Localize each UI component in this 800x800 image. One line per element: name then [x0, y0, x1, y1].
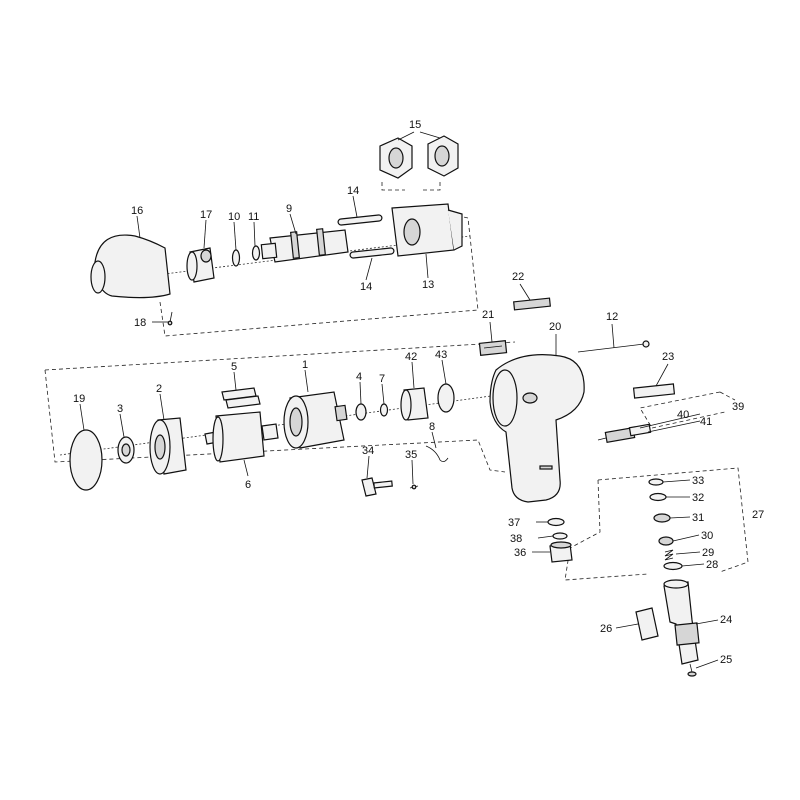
throttle-part-40-41 [597, 423, 652, 444]
label-41: 41 [700, 416, 712, 428]
label-18: 18 [134, 317, 146, 329]
cylinder-part-1 [283, 391, 348, 449]
ring-part-10 [231, 249, 241, 267]
label-29: 29 [702, 547, 714, 559]
reverse-valve-part-42 [400, 387, 429, 421]
label-13: 13 [422, 279, 434, 291]
label-19: 19 [73, 393, 85, 405]
ring-part-31 [653, 513, 671, 523]
label-39: 39 [732, 401, 744, 413]
label-22: 22 [512, 271, 524, 283]
inlet-bushing-part-24 [663, 579, 700, 665]
bolt-part-12 [577, 340, 650, 353]
label-10: 10 [228, 211, 240, 223]
label-15: 15 [409, 119, 421, 131]
label-part-21 [478, 340, 508, 356]
hammer-cage-part-13 [391, 203, 463, 257]
label-2: 2 [156, 383, 162, 395]
label-7: 7 [379, 373, 385, 385]
pin-part-14-lower [349, 247, 395, 259]
label-36: 36 [514, 547, 526, 559]
ring-part-11 [251, 245, 261, 261]
ring-part-7 [379, 403, 389, 417]
hammer-part-15-left [379, 137, 413, 179]
label-8: 8 [429, 421, 435, 433]
label-26: 26 [600, 623, 612, 635]
clip-part-8 [425, 445, 449, 462]
label-5: 5 [231, 361, 237, 373]
label-28: 28 [706, 559, 718, 571]
label-4: 4 [356, 371, 362, 383]
label-25: 25 [720, 654, 732, 666]
label-38: 38 [510, 533, 522, 545]
ring-part-37 [547, 517, 565, 527]
o-ring-part-43 [437, 383, 455, 413]
housing-part-20 [489, 354, 585, 503]
label-14-upper: 14 [347, 185, 359, 197]
plate-part-23 [632, 383, 676, 399]
label-1: 1 [302, 359, 308, 371]
label-21: 21 [482, 309, 494, 321]
pin-part-18 [167, 311, 173, 326]
ring-part-33 [648, 478, 664, 486]
reverse-lever-part-34 [361, 477, 393, 497]
top-frame-15 [381, 182, 441, 191]
leader-lines [79, 131, 719, 669]
hammer-part-15-right [427, 135, 459, 177]
label-34: 34 [362, 445, 374, 457]
label-23: 23 [662, 351, 674, 363]
label-30: 30 [701, 530, 713, 542]
label-6: 6 [245, 479, 251, 491]
inlet-part-36 [549, 541, 573, 563]
vanes-part-5 [221, 387, 261, 409]
part-labels: 16 17 10 11 9 14 14 13 15 18 22 21 20 12… [73, 119, 764, 666]
pin-part-35 [409, 484, 419, 490]
pin-part-14-upper [337, 214, 383, 226]
bearing-part-3 [117, 436, 135, 464]
label-9: 9 [286, 203, 292, 215]
label-32: 32 [692, 492, 704, 504]
label-20: 20 [549, 321, 561, 333]
sub-assembly-39-frame [639, 391, 736, 429]
label-31: 31 [692, 512, 704, 524]
nameplate-part-22 [513, 297, 551, 311]
label-35: 35 [405, 449, 417, 461]
label-11: 11 [248, 211, 259, 223]
label-17: 17 [200, 209, 212, 221]
bushing-part-17 [186, 247, 215, 283]
clip-part-26 [635, 607, 659, 641]
label-33: 33 [692, 475, 704, 487]
boot-part-16 [90, 234, 171, 299]
valve-part-30 [658, 536, 674, 546]
ring-part-4 [355, 403, 367, 421]
rotor-part-6 [204, 411, 279, 463]
main-assembly-frame [44, 341, 516, 473]
label-37: 37 [508, 517, 520, 529]
label-42: 42 [405, 351, 417, 363]
label-12: 12 [606, 311, 618, 323]
end-plate-part-2 [149, 417, 187, 475]
screw-part-25 [687, 663, 697, 677]
anvil-part-9 [260, 228, 349, 263]
label-24: 24 [720, 614, 732, 626]
label-43: 43 [435, 349, 447, 361]
label-3: 3 [117, 403, 123, 415]
ring-part-28 [663, 561, 683, 571]
label-14-lower: 14 [360, 281, 372, 293]
upper-assembly-frame [159, 214, 479, 337]
ring-part-32 [649, 492, 667, 502]
label-16: 16 [131, 205, 143, 217]
label-40: 40 [677, 409, 689, 421]
spring-part-29 [664, 549, 674, 561]
gasket-part-19 [69, 429, 103, 491]
ring-part-38 [552, 532, 568, 540]
label-27: 27 [752, 509, 764, 521]
